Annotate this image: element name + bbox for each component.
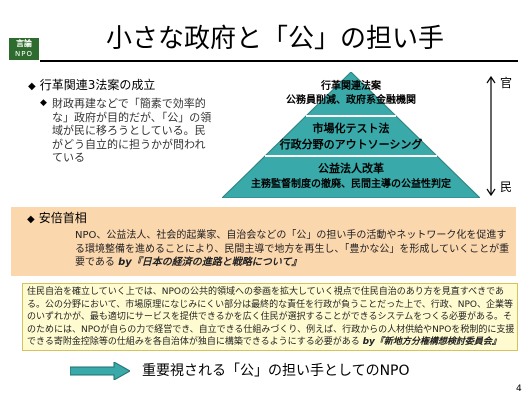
- pyramid-shape: [220, 71, 482, 199]
- pyramid-tier2-title: 市場化テスト法: [312, 122, 390, 135]
- section3-body: 住民自治を確立していく上では、NPOの公共的領域への参画を拡大していく視点で住民…: [27, 286, 515, 349]
- axis-label-government: 官: [500, 76, 513, 90]
- pyramid-tier3-detail: 主務監督制度の撤廃、民間主導の公益性判定: [251, 179, 451, 190]
- abe-quote-box: ◆安倍首相 NPO、公益法人、社会的起業家、自治会などの「公」の担い手の活動やネ…: [11, 207, 516, 276]
- section1-heading-text: 行革関連3法案の成立: [39, 78, 156, 92]
- title-underline: [40, 60, 518, 62]
- pyramid-tier1-title: 行革関連法案: [321, 81, 381, 92]
- diamond-bullet-icon: ◆: [28, 81, 36, 92]
- policy-pyramid: 行革関連法案 公務員削減、政府系金融機関 市場化テスト法 行政分野のアウトソーシ…: [220, 71, 482, 199]
- pyramid-tier2-detail: 行政分野のアウトソーシング: [279, 138, 423, 151]
- section1-heading: ◆行革関連3法案の成立: [28, 78, 155, 94]
- section2-heading: ◆安倍首相: [27, 211, 87, 227]
- committee-quote-box: 住民自治を確立していく上では、NPOの公共的領域への参画を拡大していく視点で住民…: [22, 283, 518, 351]
- section3-source: by『新地方分権構想検討委員会』: [362, 337, 501, 347]
- conclusion-text: 重要視される「公」の担い手としてのNPO: [142, 363, 410, 379]
- section1-subtext: ◆ 財政再建などで「簡素で効率的な」政府が目的だが、「公」の領域が民に移ろうとして…: [40, 97, 212, 165]
- double-arrow-icon: [486, 75, 496, 197]
- diamond-bullet-icon: ◆: [40, 98, 47, 108]
- conclusion: 重要視される「公」の担い手としてのNPO: [70, 360, 470, 382]
- page-number: 4: [516, 384, 522, 394]
- government-private-axis: 官 民: [484, 74, 524, 198]
- section2-heading-text: 安倍首相: [38, 211, 87, 225]
- section1-subtext-text: 財政再建などで「簡素で効率的な」政府が目的だが、「公」の領域が民に移ろうとしてい…: [52, 97, 212, 164]
- section3-body-text: 住民自治を確立していく上では、NPOの公共的領域への参画を拡大していく視点で住民…: [27, 287, 515, 347]
- section2-body: NPO、公益法人、社会的起業家、自治会などの「公」の担い手の活動やネットワーク化…: [75, 229, 511, 270]
- diamond-bullet-icon: ◆: [27, 214, 35, 225]
- slide-title: 小さな政府と「公」の担い手: [105, 24, 444, 54]
- axis-label-private: 民: [500, 180, 513, 194]
- logo: 言論 NPO: [9, 38, 39, 60]
- logo-line2: NPO: [15, 50, 33, 58]
- right-arrow-icon: [70, 362, 130, 380]
- logo-line1: 言論: [16, 39, 32, 48]
- section2-body-text: NPO、公益法人、社会的起業家、自治会などの「公」の担い手の活動やネットワーク化…: [75, 230, 510, 268]
- section2-source: by『日本の経済の進路と戦略について』: [118, 257, 302, 268]
- pyramid-tier3-title: 公益法人改革: [318, 162, 384, 175]
- pyramid-tier1-detail: 公務員削減、政府系金融機関: [286, 95, 416, 106]
